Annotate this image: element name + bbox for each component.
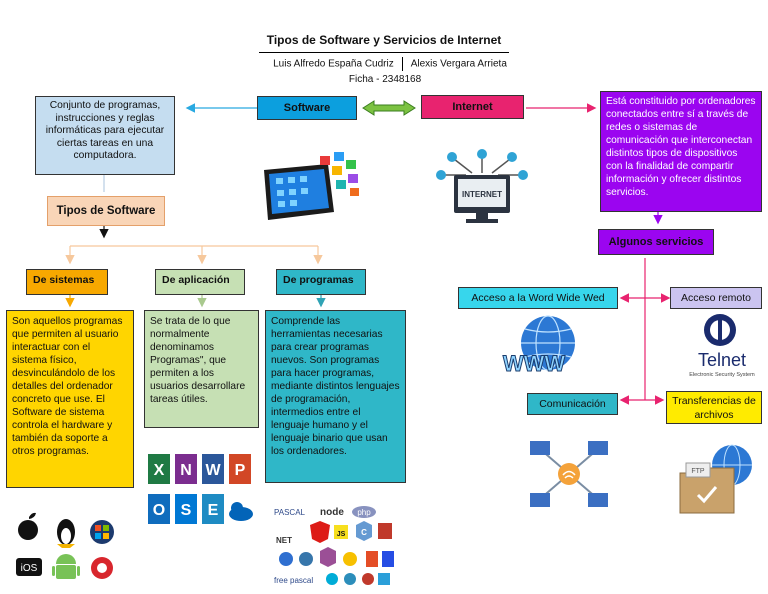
angular-icon — [310, 521, 330, 543]
onenote-letter: N — [180, 462, 192, 479]
word-icon — [202, 454, 224, 484]
type-aplicacion-text: Se trata de lo que normalmente denominam… — [150, 316, 246, 405]
excel-letter: X — [154, 462, 165, 479]
service-www-node: Acceso a la Word Wide Wed — [458, 287, 618, 309]
pascal-logo: PASCAL — [274, 508, 306, 517]
software-node: Software — [257, 96, 357, 120]
type-sistemas-text: Son aquellos programas que permiten al u… — [12, 316, 123, 457]
ruby-icon — [344, 573, 356, 585]
type-sistemas-label: De sistemas — [33, 274, 95, 286]
software-label: Software — [283, 102, 331, 114]
type-aplicacion-description: Se trata de lo que normalmente denominam… — [144, 310, 259, 428]
exchange-letter: E — [208, 502, 219, 519]
python-icon — [299, 552, 313, 566]
internet-definition-text: Está constituido por ordenadores conecta… — [606, 96, 756, 198]
outlook-icon — [148, 494, 170, 524]
go-icon — [279, 552, 293, 566]
service-ftp-node: Transferencias de archivos — [666, 391, 762, 424]
monitor-caption: INTERNET — [462, 190, 502, 199]
services-node: Algunos servicios — [598, 229, 714, 255]
ficha-number: Ficha - 2348168 — [348, 74, 422, 85]
js-icon — [334, 525, 348, 539]
ftp-folder-icon: FTP — [679, 444, 752, 514]
freepascal-logo: free pascal — [274, 576, 313, 585]
scala-icon — [378, 523, 392, 539]
author-2: Alexis Vergara Arrieta — [410, 58, 507, 70]
author-1: Luis Alfredo España Cudriz — [273, 58, 394, 70]
internet-monitor-icon: INTERNET — [436, 149, 528, 223]
service-remote-node: Acceso remoto — [670, 287, 762, 309]
skype-icon — [175, 494, 197, 524]
windows-icon — [90, 520, 114, 544]
php-icon — [352, 506, 376, 518]
js-logo: JS — [337, 531, 346, 538]
telnet-subcaption: Electronic Security System — [689, 372, 755, 378]
android-icon — [52, 554, 80, 579]
ios-label: iOS — [21, 563, 38, 574]
services-label: Algunos servicios — [608, 236, 704, 248]
authors-line: Luis Alfredo España Cudriz Alexis Vergara… — [250, 57, 530, 71]
swift-icon — [362, 573, 374, 585]
linux-icon — [57, 519, 75, 548]
service-comunicacion-node: Comunicación — [527, 393, 618, 415]
page-title: Tipos de Software y Servicios de Interne… — [266, 33, 502, 47]
powerpoint-letter: P — [235, 462, 246, 479]
author-separator — [401, 57, 403, 71]
service-comunicacion-label: Comunicación — [539, 398, 606, 410]
exchange-icon — [202, 494, 224, 524]
type-aplicacion-node: De aplicación — [155, 269, 245, 295]
internet-label: Internet — [452, 101, 493, 113]
title-underline — [259, 52, 509, 53]
html5-icon — [366, 551, 378, 567]
type-programas-label: De programas — [283, 274, 354, 286]
internet-definition: Está constituido por ordenadores conecta… — [600, 91, 762, 212]
visualstudio-icon — [378, 573, 390, 585]
telnet-caption: Telnet — [698, 350, 746, 370]
telnet-logo-icon: Telnet Electronic Security System — [689, 314, 755, 378]
type-programas-description: Comprende las herramientas necesarias pa… — [265, 310, 406, 483]
service-www-label: Acceso a la Word Wide Wed — [471, 292, 605, 304]
double-arrow-icon — [362, 100, 416, 116]
node-logo: node — [320, 507, 344, 518]
apple-icon — [18, 512, 38, 540]
service-remote-label: Acceso remoto — [680, 292, 752, 304]
software-types-label: Tipos de Software — [56, 205, 156, 217]
ios-icon: iOS — [16, 558, 42, 576]
docker-icon — [326, 573, 338, 585]
software-types-node: Tipos de Software — [47, 196, 165, 226]
debian-icon — [91, 557, 113, 579]
type-programas-node: De programas — [276, 269, 366, 295]
type-programas-text: Comprende las herramientas necesarias pa… — [271, 316, 400, 457]
programming-logos: PASCAL node php NET JS C free pascal — [272, 503, 402, 587]
c-icon — [356, 521, 372, 541]
type-sistemas-description: Son aquellos programas que permiten al u… — [6, 310, 134, 488]
type-aplicacion-label: De aplicación — [162, 274, 230, 286]
office-logos: X N W P O S E — [146, 452, 256, 532]
c-logo: C — [361, 528, 367, 537]
type-sistemas-node: De sistemas — [26, 269, 108, 295]
onedrive-icon — [229, 502, 253, 521]
powerpoint-icon — [229, 454, 251, 484]
communication-network-icon — [530, 441, 608, 507]
excel-icon — [148, 454, 170, 484]
tablet-apps-icon — [264, 152, 359, 220]
css3-icon — [382, 551, 394, 567]
onenote-icon — [175, 454, 197, 484]
www-caption: WWW — [503, 351, 566, 376]
ftp-caption: FTP — [691, 468, 705, 475]
php-logo: php — [357, 508, 371, 517]
dotnet-logo: NET — [276, 536, 292, 545]
www-globe-icon: WWW — [502, 315, 575, 377]
service-ftp-label: Transferencias de archivos — [672, 395, 756, 421]
outlook-letter: O — [153, 502, 165, 519]
word-letter: W — [205, 462, 221, 479]
software-definition-text: Conjunto de programas, instrucciones y r… — [45, 100, 165, 161]
os-logos: iOS — [10, 510, 120, 588]
software-definition: Conjunto de programas, instrucciones y r… — [35, 96, 175, 175]
internet-node: Internet — [421, 95, 524, 119]
lua-icon — [343, 552, 357, 566]
csharp-icon — [320, 547, 336, 567]
skype-letter: S — [181, 502, 192, 519]
